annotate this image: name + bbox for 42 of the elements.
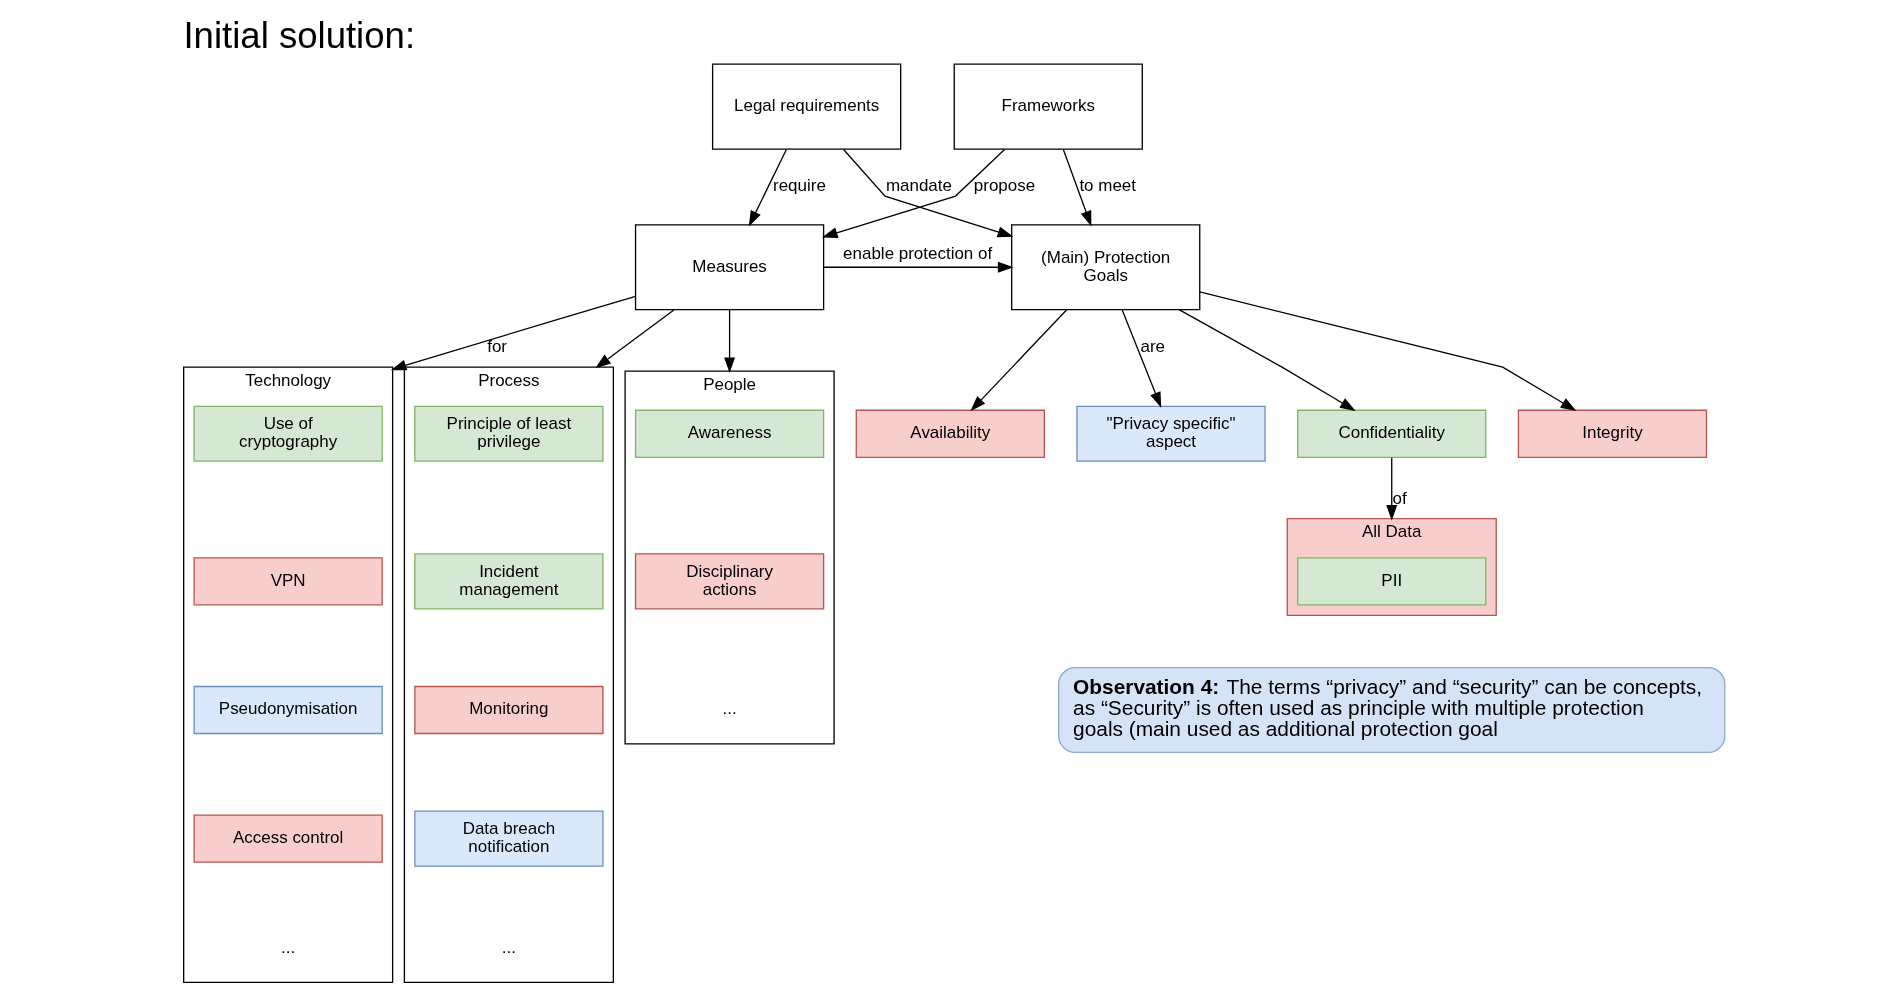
node-box: Frameworks	[953, 63, 1143, 150]
node-box: "Privacy specific" aspect	[1076, 405, 1266, 462]
node-box: Legal requirements	[711, 63, 902, 150]
arrow	[821, 148, 1006, 239]
node-box: Disciplinary actions	[634, 553, 825, 610]
edge-label: propose	[973, 176, 1036, 196]
diagram-title: Initial solution:	[183, 14, 416, 56]
node-box: Availability	[855, 409, 1045, 458]
edge-label: for	[487, 337, 508, 357]
arrow	[595, 309, 675, 369]
arrow	[1178, 309, 1356, 411]
edge-label: enable protection of	[843, 243, 993, 263]
arrow	[1386, 457, 1398, 521]
node-box: Use of cryptography	[193, 405, 383, 462]
arrow	[842, 148, 1014, 238]
node-box: Measures	[634, 224, 825, 311]
arrow	[1199, 291, 1577, 411]
arrow	[1121, 309, 1162, 408]
node-box: Principle of least privilege	[414, 405, 604, 462]
arrow	[1062, 148, 1092, 227]
node-box: Confidentiality	[1297, 409, 1487, 458]
node-box: Data breach notification	[414, 810, 604, 867]
node-box: PII	[1297, 557, 1487, 606]
edge-label: to meet	[1079, 176, 1136, 196]
arrow	[970, 309, 1068, 412]
node-box: Awareness	[634, 409, 825, 458]
node-box: Observation 4: The terms “privacy” and “security” can be concepts, as “Security” is often used as principle with multiple protection goals (main used as additional protection goal	[1058, 666, 1726, 754]
node-box: Pseudonymisation	[193, 685, 383, 735]
node-box: Access control	[193, 814, 383, 863]
node-box: Integrity	[1517, 409, 1708, 458]
node-box: Monitoring	[414, 685, 604, 735]
edge-label: require	[773, 176, 826, 196]
edge-label: mandate	[885, 176, 952, 196]
edge-label: are	[1140, 337, 1165, 357]
arrow	[748, 148, 788, 227]
arrow	[390, 295, 637, 371]
node-box: VPN	[193, 557, 383, 606]
node-box: Incident management	[414, 553, 604, 610]
edge-label: of	[1392, 488, 1407, 508]
arrow	[823, 261, 1014, 273]
arrow	[724, 309, 736, 374]
node-box: (Main) Protection Goals	[1011, 224, 1201, 311]
